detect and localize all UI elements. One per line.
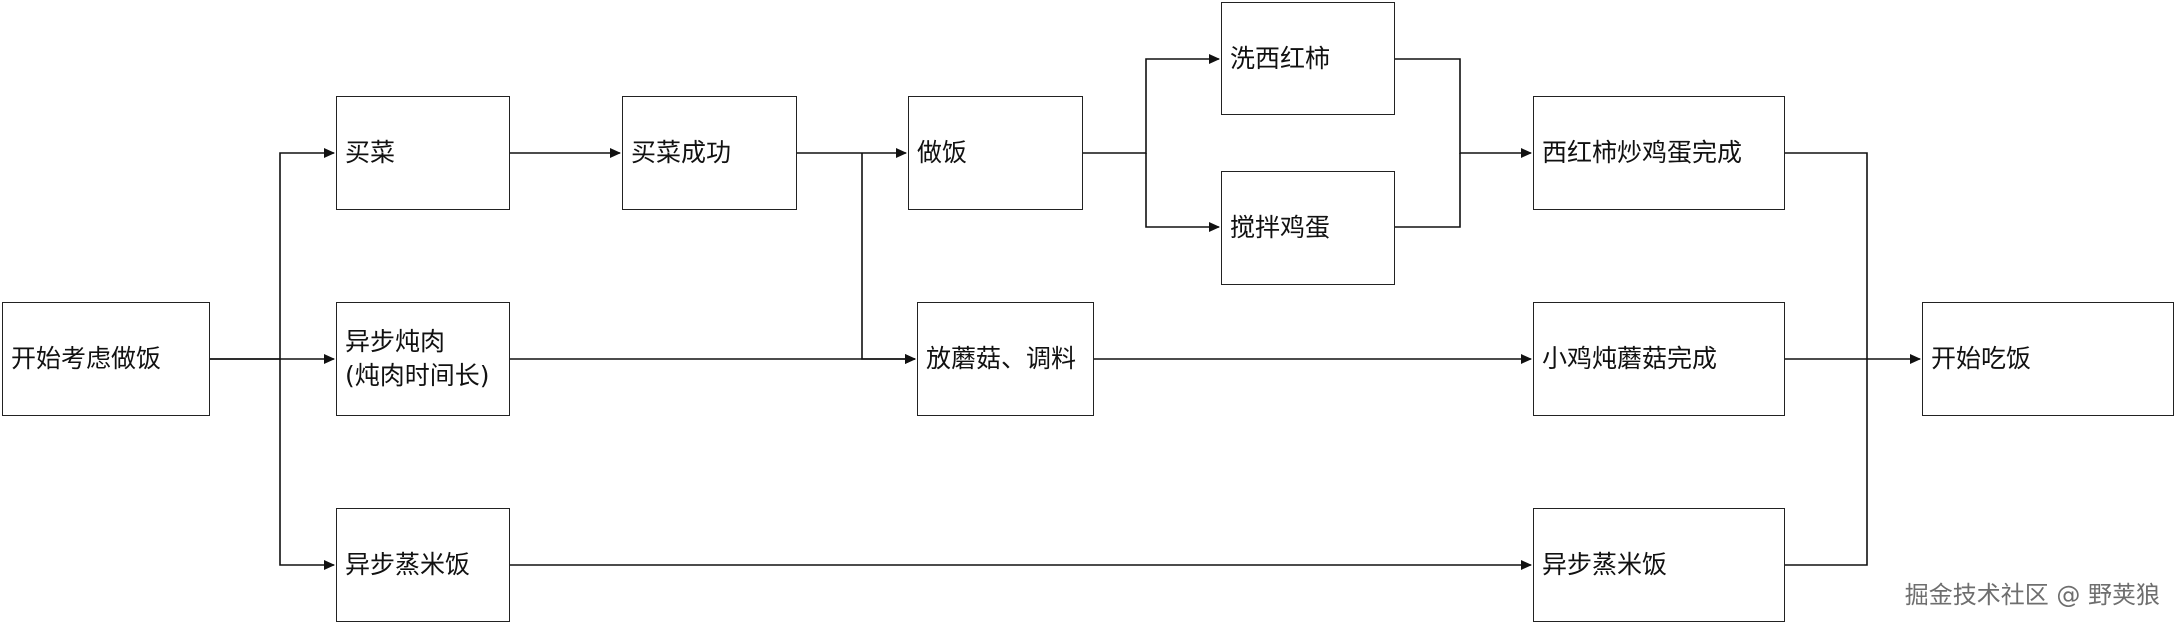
node-async-rice-done: 异步蒸米饭 <box>1533 508 1785 622</box>
node-stir-egg-label: 搅拌鸡蛋 <box>1230 213 1331 242</box>
node-async-rice-label: 异步蒸米饭 <box>345 550 471 579</box>
node-add-mushroom-label: 放蘑菇、调料 <box>926 344 1077 373</box>
node-buy-success-label: 买菜成功 <box>631 138 732 167</box>
edge-cook-to-stir <box>1145 153 1220 232</box>
node-buy-groceries-label: 买菜 <box>345 138 396 167</box>
node-start-eating: 开始吃饭 <box>1922 302 2174 416</box>
node-buy-success: 买菜成功 <box>622 96 797 210</box>
node-start-cooking: 开始考虑做饭 <box>2 302 210 416</box>
node-wash-tomato-label: 洗西红柿 <box>1230 43 1331 73</box>
node-async-stew-line2: (炖肉时间长) <box>345 361 490 390</box>
node-async-rice-done-label: 异步蒸米饭 <box>1542 550 1668 579</box>
watermark: 掘金技术社区 @ 野荚狼 <box>1904 581 2160 609</box>
edge-start-to-buy <box>210 148 335 360</box>
node-add-mushroom: 放蘑菇、调料 <box>917 302 1094 416</box>
edge-cook-to-wash <box>1083 54 1220 154</box>
node-cook: 做饭 <box>908 96 1083 210</box>
edge-start-to-rice <box>279 359 335 570</box>
node-async-stew: 异步炖肉 (炖肉时间长) <box>336 302 510 416</box>
node-tomato-egg-done-label: 西红柿炒鸡蛋完成 <box>1542 138 1743 167</box>
edge-rice-done-to-eat <box>1785 359 1868 566</box>
edge-tomato-done-to-eat <box>1785 152 1868 359</box>
node-chicken-mushroom-done: 小鸡炖蘑菇完成 <box>1533 302 1785 416</box>
node-async-rice: 异步蒸米饭 <box>336 508 510 622</box>
node-chicken-mushroom-done-label: 小鸡炖蘑菇完成 <box>1542 344 1718 373</box>
node-start-cooking-label: 开始考虑做饭 <box>11 344 162 373</box>
node-buy-groceries: 买菜 <box>336 96 510 210</box>
node-cook-label: 做饭 <box>917 138 968 167</box>
edge-wash-to-tomato-done <box>1395 58 1532 158</box>
node-async-stew-line1: 异步炖肉 <box>345 327 446 356</box>
node-tomato-egg-done: 西红柿炒鸡蛋完成 <box>1533 96 1785 210</box>
node-start-eating-label: 开始吃饭 <box>1931 344 2032 373</box>
edge-stir-to-tomato-done <box>1395 153 1461 228</box>
node-wash-tomato: 洗西红柿 <box>1221 2 1395 115</box>
node-stir-egg: 搅拌鸡蛋 <box>1221 171 1395 285</box>
